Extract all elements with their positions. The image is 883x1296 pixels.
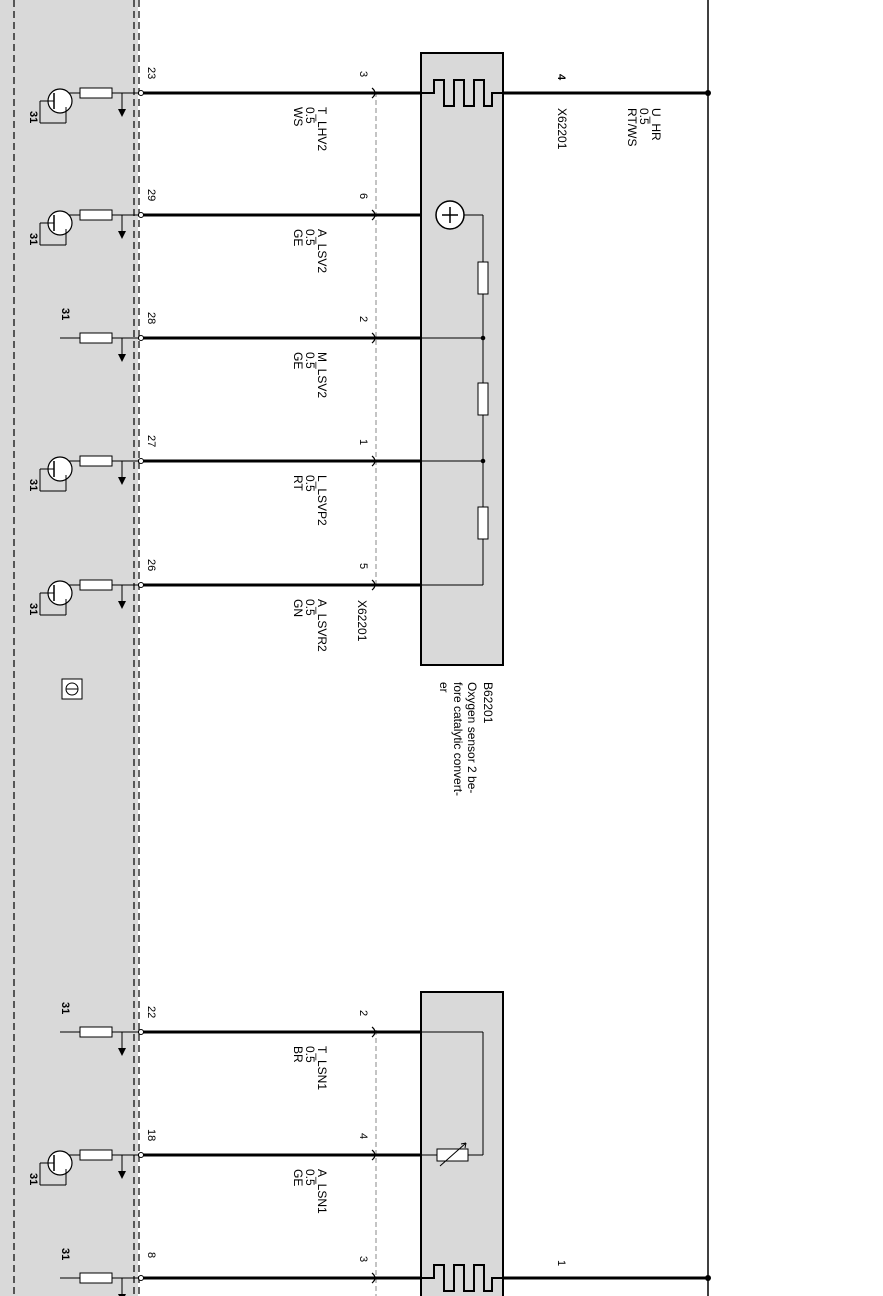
- component-desc-3: er: [437, 682, 451, 693]
- wire-signal-4: A_LSVR2: [315, 599, 329, 652]
- ecu-pin-6: 18: [145, 1129, 157, 1141]
- ground-label-4: 31: [27, 603, 39, 615]
- connector-pin-5: 2: [357, 1010, 369, 1016]
- ecu-pin-5: 22: [145, 1006, 157, 1018]
- wire-size-3: 0.5: [303, 475, 317, 492]
- heater-size: 0.5: [637, 108, 651, 125]
- ecu-resistor-2: [79, 332, 113, 344]
- ground-label-3: 31: [27, 479, 39, 491]
- connector-mark-0: [371, 87, 376, 99]
- connector-mark-2: [371, 332, 376, 344]
- heater-color: RT/WS: [625, 108, 639, 146]
- bottom-right-pin: 1: [555, 1260, 567, 1266]
- connector-pin-6: 4: [357, 1133, 369, 1139]
- ecu-pin-mark-2: [138, 335, 144, 341]
- wire-signal-6: A_LSN1: [315, 1169, 329, 1214]
- wire-color-4: GN: [291, 599, 305, 617]
- ground-label-2: 31: [59, 308, 71, 320]
- wire-size-6: 0.5: [303, 1169, 317, 1186]
- ecu-panel: [0, 0, 138, 1296]
- ecu-resistor-5: [79, 1026, 113, 1038]
- heater-element-top: [421, 79, 503, 107]
- ecu-drop-arrow-1: [118, 231, 126, 239]
- wire-size-2: 0.5: [303, 352, 317, 369]
- heater-pin: 4: [555, 74, 567, 81]
- connector-pin-2: 2: [357, 316, 369, 322]
- wire-color-2: GE: [291, 352, 305, 369]
- wire-signal-3: L_LSVP2: [315, 475, 329, 526]
- connector-pin-0: 3: [357, 71, 369, 77]
- heater-element-bottom: [421, 1264, 503, 1292]
- ecu-resistor-4: [79, 579, 113, 591]
- ecu-pin-mark-0: [138, 90, 144, 96]
- ecu-resistor-7: [79, 1272, 113, 1284]
- connector-mark-3: [371, 455, 376, 467]
- ecu-drop-arrow-5: [118, 1048, 126, 1056]
- connector-mark-6: [371, 1149, 376, 1161]
- sensor-b62201-box: [420, 52, 504, 666]
- wire-color-0: WS: [291, 107, 305, 126]
- ecu-pin-mark-4: [138, 582, 144, 588]
- sensor-internal-network: [421, 200, 489, 586]
- ecu-drop-arrow-4: [118, 601, 126, 609]
- component-desc-2: fore catalytic convert-: [451, 682, 465, 796]
- connector-mark-1: [371, 209, 376, 221]
- component-id: B62201: [481, 682, 495, 724]
- ecu-resistor-3: [79, 455, 113, 467]
- ecu-pin-4: 26: [145, 559, 157, 571]
- wire-size-1: 0.5: [303, 229, 317, 246]
- ecu-logo-icon: [61, 678, 83, 700]
- connector-mark-5: [371, 1026, 376, 1038]
- junction-dot-bottom-right: [705, 1275, 711, 1281]
- ecu-pin-1: 29: [145, 189, 157, 201]
- wire-color-1: GE: [291, 229, 305, 246]
- connector-pin-3: 1: [357, 439, 369, 445]
- wire-size-4: 0.5: [303, 599, 317, 616]
- ecu-resistor-0: [79, 87, 113, 99]
- ecu-pin-0: 23: [145, 67, 157, 79]
- heater-signal: U_HR: [649, 108, 663, 141]
- ecu-drop-arrow-3: [118, 477, 126, 485]
- ecu-pin-3: 27: [145, 435, 157, 447]
- wire-size-5: 0.5: [303, 1046, 317, 1063]
- ecu-pin-mark-5: [138, 1029, 144, 1035]
- ecu-pin-mark-6: [138, 1152, 144, 1158]
- connector-pin-1: 6: [357, 193, 369, 199]
- wire-signal-1: A_LSV2: [315, 229, 329, 273]
- heater-connector: X62201: [555, 108, 569, 150]
- sensor-lsn1-internal: [421, 1031, 484, 1167]
- ecu-pin-7: 8: [145, 1252, 157, 1258]
- wire-size-0: 0.5: [303, 107, 317, 124]
- ground-label-6: 31: [27, 1173, 39, 1185]
- ecu-drop-arrow-0: [118, 109, 126, 117]
- ground-label-1: 31: [27, 233, 39, 245]
- wire-color-3: RT: [291, 475, 305, 491]
- connector-pin-4: 5: [357, 563, 369, 569]
- ground-label-5: 31: [59, 1002, 71, 1014]
- wire-color-5: BR: [291, 1046, 305, 1063]
- ground-label-7: 31: [59, 1248, 71, 1260]
- connector-pin-7: 3: [357, 1256, 369, 1262]
- ecu-drop-arrow-2: [118, 354, 126, 362]
- connector-mark-4: [371, 579, 376, 591]
- wire-signal-5: T_LSN1: [315, 1046, 329, 1090]
- junction-dot-right: [705, 90, 711, 96]
- ecu-pin-mark-7: [138, 1275, 144, 1281]
- ecu-drop-arrow-6: [118, 1171, 126, 1179]
- ecu-resistor-6: [79, 1149, 113, 1161]
- wire-signal-2: M_LSV2: [315, 352, 329, 398]
- connector-label: X62201: [355, 600, 369, 642]
- ecu-pin-mark-3: [138, 458, 144, 464]
- ecu-pin-2: 28: [145, 312, 157, 324]
- connector-mark-7: [371, 1272, 376, 1284]
- ecu-resistor-1: [79, 209, 113, 221]
- wire-color-6: GE: [291, 1169, 305, 1186]
- component-desc-1: Oxygen sensor 2 be-: [465, 682, 479, 793]
- wire-signal-0: T_LHV2: [315, 107, 329, 151]
- ground-label-0: 31: [27, 111, 39, 123]
- ecu-pin-mark-1: [138, 212, 144, 218]
